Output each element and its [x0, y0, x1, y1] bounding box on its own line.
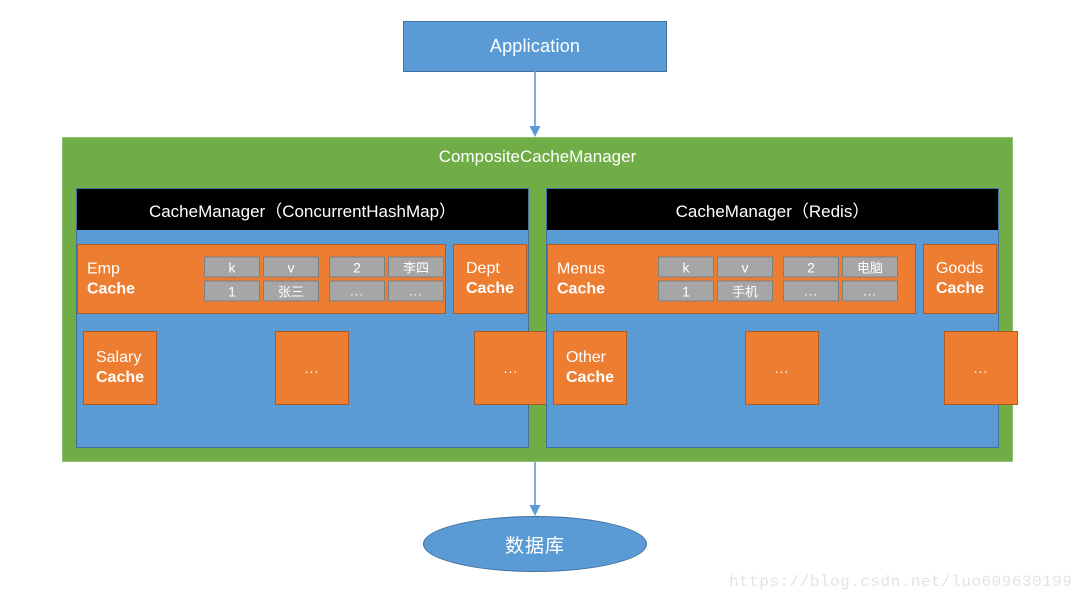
- concurrenthashmap-secondary-row: Salary Cache ... ...: [77, 324, 548, 444]
- kv-cell: k: [658, 256, 714, 278]
- dept-cache-block: Dept Cache: [453, 244, 527, 314]
- kv-cell: ...: [329, 280, 385, 302]
- dept-cache-name-line2: Cache: [465, 280, 515, 297]
- application-label: Application: [489, 36, 581, 56]
- kv-cell: 2: [329, 256, 385, 278]
- menus-kv-table-1: k v 1 手机: [658, 256, 773, 302]
- placeholder-cache-block: ...: [275, 331, 349, 405]
- goods-cache-name-line1: Goods: [935, 260, 984, 278]
- emp-cache-label: Emp Cache: [87, 259, 135, 298]
- kv-row: ... ...: [783, 280, 898, 302]
- menus-cache-block: Menus Cache k v 1 手机 2 电脑: [547, 244, 997, 314]
- cache-manager-panel-redis: CacheManager（Redis） Menus Cache k v 1 手机: [546, 188, 1018, 448]
- arrow-composite-to-database: [529, 462, 541, 516]
- dept-cache-name-line1: Dept: [465, 260, 500, 278]
- kv-cell: v: [717, 256, 773, 278]
- goods-cache-block: Goods Cache: [923, 244, 997, 314]
- cache-manager-header-concurrenthashmap: CacheManager（ConcurrentHashMap）: [77, 189, 528, 230]
- composite-title-label: CompositeCacheManager: [438, 147, 637, 166]
- kv-cell: ...: [842, 280, 898, 302]
- composite-cache-manager-frame: CompositeCacheManager CacheManager（Concu…: [62, 137, 1018, 462]
- cache-manager-title-label: CacheManager（ConcurrentHashMap）: [148, 202, 457, 221]
- emp-cache-name-line2: Cache: [87, 280, 136, 297]
- other-cache-name-line2: Cache: [565, 369, 615, 386]
- salary-cache-label: Salary Cache: [96, 348, 144, 387]
- placeholder-label: ...: [304, 360, 320, 376]
- emp-cache-name-line1: Emp: [87, 260, 120, 278]
- redis-secondary-row: Other Cache ... ...: [547, 324, 1018, 444]
- placeholder-label: ...: [503, 360, 519, 376]
- salary-cache-block: Salary Cache: [83, 331, 157, 405]
- other-cache-label: Other Cache: [566, 348, 614, 387]
- application-box: Application: [403, 21, 667, 72]
- other-cache-name-line1: Other: [565, 349, 606, 367]
- cache-manager-title-label: CacheManager（Redis）: [675, 202, 870, 221]
- menus-cache-name-line2: Cache: [557, 280, 606, 297]
- kv-cell: 李四: [388, 256, 444, 278]
- kv-row: 1 张三: [204, 280, 319, 302]
- menus-cache-label: Menus Cache: [557, 259, 605, 298]
- kv-cell: 1: [204, 280, 260, 302]
- kv-row: k v: [658, 256, 773, 278]
- watermark: https://blog.csdn.net/luo609630199: [729, 573, 1073, 591]
- kv-cell: 2: [783, 256, 839, 278]
- composite-cache-manager-title: CompositeCacheManager: [63, 139, 1012, 175]
- dept-cache-label: Dept Cache: [466, 259, 514, 298]
- placeholder-cache-block: ...: [944, 331, 1018, 405]
- placeholder-label: ...: [973, 360, 989, 376]
- cache-manager-panel-concurrenthashmap: CacheManager（ConcurrentHashMap） Emp Cach…: [76, 188, 548, 448]
- kv-row: ... ...: [329, 280, 444, 302]
- kv-cell: v: [263, 256, 319, 278]
- placeholder-cache-block: ...: [745, 331, 819, 405]
- emp-kv-table-1: k v 1 张三: [204, 256, 319, 302]
- kv-cell: ...: [783, 280, 839, 302]
- kv-cell: 1: [658, 280, 714, 302]
- kv-cell: ...: [388, 280, 444, 302]
- salary-cache-name-line2: Cache: [95, 369, 145, 386]
- cache-manager-header-redis: CacheManager（Redis）: [547, 189, 998, 230]
- kv-cell: k: [204, 256, 260, 278]
- kv-cell: 手机: [717, 280, 773, 302]
- goods-cache-name-line2: Cache: [935, 280, 985, 297]
- kv-row: 1 手机: [658, 280, 773, 302]
- kv-cell: 电脑: [842, 256, 898, 278]
- emp-kv-table-2: 2 李四 ... ...: [329, 256, 444, 302]
- salary-cache-name-line1: Salary: [95, 349, 142, 367]
- kv-row: 2 电脑: [783, 256, 898, 278]
- emp-cache-block: Emp Cache k v 1 张三 2 李四: [77, 244, 527, 314]
- other-cache-block: Other Cache: [553, 331, 627, 405]
- menus-kv-table-2: 2 电脑 ... ...: [783, 256, 898, 302]
- kv-cell: 张三: [263, 280, 319, 302]
- database-label: 数据库: [504, 535, 565, 557]
- goods-cache-label: Goods Cache: [936, 259, 984, 298]
- arrow-application-to-composite: [529, 71, 541, 137]
- database-node: 数据库: [423, 516, 647, 572]
- placeholder-cache-block: ...: [474, 331, 548, 405]
- kv-row: 2 李四: [329, 256, 444, 278]
- placeholder-label: ...: [774, 360, 790, 376]
- kv-row: k v: [204, 256, 319, 278]
- menus-cache-name-line1: Menus: [557, 260, 606, 278]
